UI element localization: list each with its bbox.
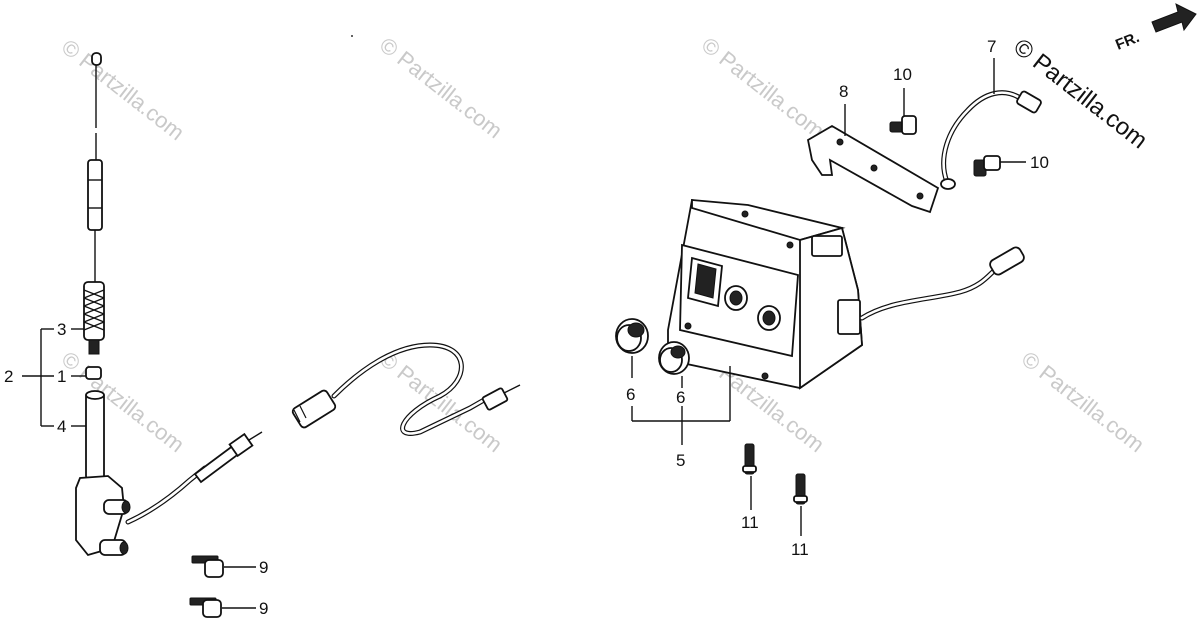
watermark: © Partzilla.com xyxy=(57,346,189,457)
radio-output-cable xyxy=(859,246,1025,321)
front-direction-label: FR. xyxy=(1113,29,1142,54)
screw-part-10 xyxy=(973,155,1001,177)
callout-3: 3 xyxy=(57,320,66,339)
knob-part-6 xyxy=(615,318,649,354)
antenna-upper-ferrule xyxy=(87,159,103,231)
callout-10: 10 xyxy=(1030,153,1049,172)
front-arrow-icon xyxy=(1151,3,1197,33)
screw-part-11 xyxy=(793,473,808,505)
extension-cable-plug xyxy=(481,387,509,411)
antenna-thread xyxy=(88,339,100,355)
callout-6: 6 xyxy=(626,385,635,404)
radio-unit xyxy=(667,198,863,390)
knob-part-6 xyxy=(658,341,690,375)
antenna-cable xyxy=(125,431,263,525)
antenna-assembly xyxy=(75,52,131,557)
callout-7: 7 xyxy=(987,37,996,56)
watermark: © Partzilla.com xyxy=(1017,346,1149,457)
callout-2: 2 xyxy=(4,367,13,386)
extension-cable-jack xyxy=(291,389,337,429)
callout-10: 10 xyxy=(893,65,912,84)
callout-leaders-radio xyxy=(631,58,1026,536)
bolt-part-9 xyxy=(191,555,224,578)
radio-cable-plug xyxy=(989,246,1025,276)
ground-wire-part-7 xyxy=(940,90,1042,190)
watermark: © Partzilla.com xyxy=(57,34,189,145)
callout-numbers: 3 2 1 4 9 9 8 10 10 7 6 6 5 11 11 xyxy=(4,37,1049,618)
antenna-nut-part-1 xyxy=(85,366,102,380)
screw-part-10 xyxy=(889,115,917,135)
extension-cable xyxy=(291,342,521,436)
callout-5: 5 xyxy=(676,451,685,470)
screw-part-11 xyxy=(742,443,757,475)
antenna-base-tube-part-4 xyxy=(85,392,105,480)
callout-1: 1 xyxy=(57,367,66,386)
callout-9: 9 xyxy=(259,558,268,577)
callout-8: 8 xyxy=(839,82,848,101)
front-direction-marker: FR. xyxy=(1113,3,1197,54)
callout-leaders-antenna xyxy=(22,328,256,609)
callout-9: 9 xyxy=(259,599,268,618)
watermark: © Partzilla.com xyxy=(375,32,507,143)
bolt-part-9 xyxy=(189,597,222,618)
callout-11: 11 xyxy=(741,513,759,532)
antenna-tip xyxy=(91,52,102,66)
callout-4: 4 xyxy=(57,417,66,436)
watermark: © Partzilla.com xyxy=(697,32,829,143)
callout-6: 6 xyxy=(676,388,685,407)
callout-11: 11 xyxy=(791,540,809,559)
